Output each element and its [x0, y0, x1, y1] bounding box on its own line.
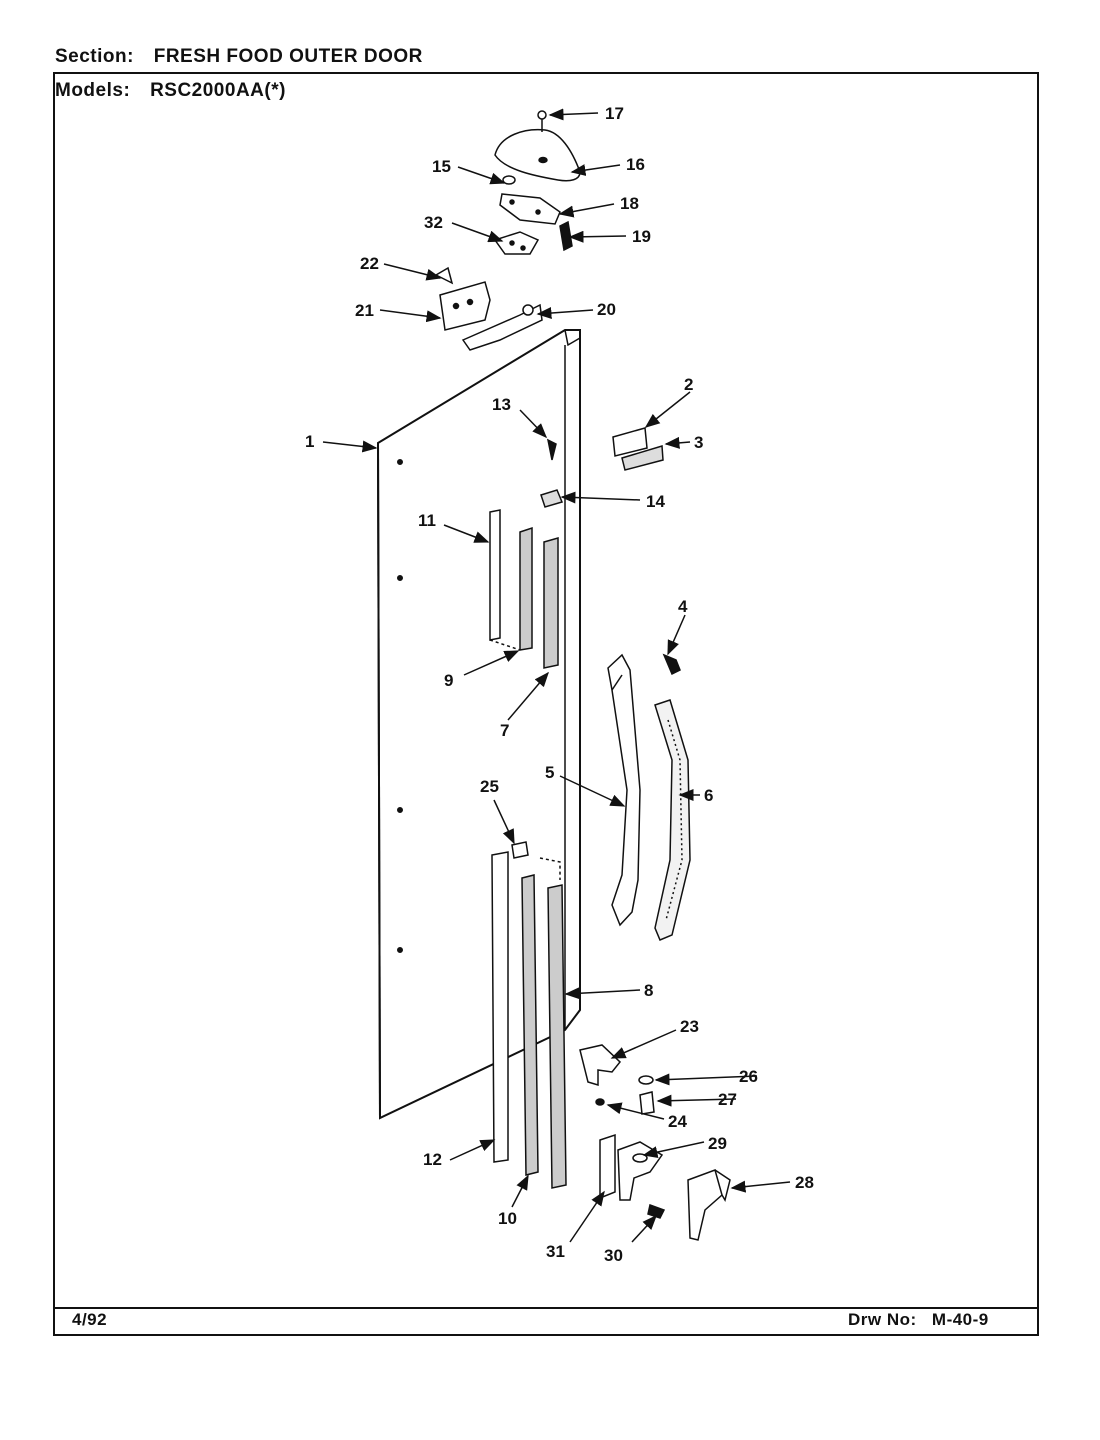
callout-20: 20 — [597, 300, 616, 319]
callout-4: 4 — [678, 597, 688, 616]
top-hinge-part — [434, 266, 543, 351]
callout-17: 17 — [605, 104, 624, 123]
callout-11: 11 — [418, 511, 436, 530]
callout-22: 22 — [360, 254, 379, 273]
models-header: Models: RSC2000AA(*) — [55, 80, 286, 102]
callout-7: 7 — [500, 721, 509, 740]
callout-8: 8 — [644, 981, 653, 1000]
callout-16: 16 — [626, 155, 645, 174]
upper-rails-part — [489, 509, 559, 669]
callout-18: 18 — [620, 194, 639, 213]
diagram-frame — [53, 72, 1039, 1336]
hinge-cover-part — [494, 110, 581, 182]
callout-13: 13 — [492, 395, 511, 414]
callout-12: 12 — [423, 1150, 442, 1169]
section-label: Section: — [55, 46, 134, 67]
door-handle-part — [607, 653, 691, 941]
callout-21: 21 — [355, 301, 374, 320]
callout-25: 25 — [480, 777, 499, 796]
drawing-number-value: M-40-9 — [931, 1310, 989, 1329]
callout-23: 23 — [680, 1017, 699, 1036]
callout-leaders — [322, 108, 791, 1243]
callout-10: 10 — [498, 1209, 517, 1228]
callout-19: 19 — [632, 227, 651, 246]
drawing-number: Drw No: M-40-9 — [848, 1310, 989, 1330]
hinge-plate-part — [493, 175, 573, 255]
callout-2: 2 — [684, 375, 693, 394]
callout-27: 27 — [718, 1090, 737, 1109]
callout-numbers: 1 2 3 4 5 6 7 8 9 10 11 12 13 14 15 16 1… — [305, 104, 814, 1265]
callout-9: 9 — [444, 671, 453, 690]
models-value: RSC2000AA(*) — [150, 80, 286, 101]
callout-29: 29 — [708, 1134, 727, 1153]
callout-15: 15 — [432, 157, 451, 176]
callout-3: 3 — [694, 433, 703, 452]
models-label: Models: — [55, 80, 131, 101]
section-value: FRESH FOOD OUTER DOOR — [153, 46, 423, 67]
callout-14: 14 — [646, 492, 665, 511]
callout-6: 6 — [704, 786, 713, 805]
drawing-label: Drw No: — [848, 1310, 917, 1329]
callout-30: 30 — [604, 1246, 623, 1265]
lower-rails-part — [491, 841, 567, 1189]
callout-28: 28 — [795, 1173, 814, 1192]
footer-date: 4/92 — [72, 1310, 108, 1329]
callout-1: 1 — [305, 432, 314, 451]
callout-5: 5 — [545, 763, 554, 782]
callout-24: 24 — [668, 1112, 687, 1131]
footer-divider — [53, 1307, 1039, 1309]
section-header: Section: FRESH FOOD OUTER DOOR — [55, 46, 423, 68]
callout-31: 31 — [546, 1242, 565, 1261]
callout-32: 32 — [424, 213, 443, 232]
callout-26: 26 — [739, 1067, 758, 1086]
